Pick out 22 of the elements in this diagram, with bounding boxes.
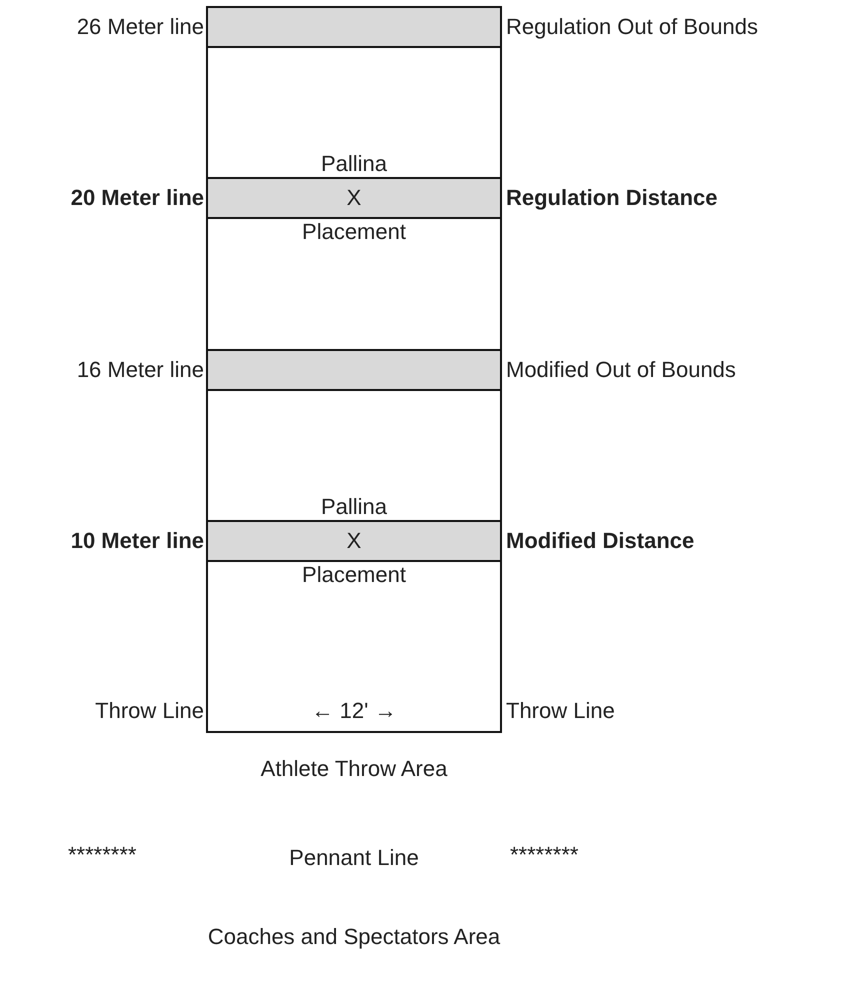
area-label: Coaches and Spectators Area bbox=[208, 925, 500, 950]
pallina-label: Pallina bbox=[320, 494, 388, 519]
line-label: 20 Meter line bbox=[70, 186, 204, 210]
area-label: Athlete Throw Area bbox=[260, 757, 448, 782]
pennant-marks: ******** bbox=[510, 843, 578, 868]
placement-label: Placement bbox=[302, 220, 406, 244]
throw-line-label: Throw Line bbox=[506, 698, 615, 723]
placement-mark: X bbox=[346, 186, 362, 210]
zone-label: Regulation Distance bbox=[506, 186, 718, 210]
line-label: 10 Meter line bbox=[70, 528, 204, 554]
pennant-marks: ******** bbox=[68, 843, 136, 868]
zone-label: Modified Distance bbox=[506, 528, 694, 554]
placement-label: Placement bbox=[302, 563, 406, 588]
placement-mark: X bbox=[346, 528, 362, 554]
zone-label: Modified Out of Bounds bbox=[506, 358, 736, 382]
pennant-line-label: Pennant Line bbox=[289, 846, 419, 870]
pallina-label: Pallina bbox=[320, 152, 388, 176]
line-label: 26 Meter line bbox=[76, 14, 204, 40]
width-dimension: ← 12' → bbox=[312, 698, 396, 723]
line-label: 16 Meter line bbox=[76, 358, 204, 382]
throw-line-label: Throw Line bbox=[95, 698, 204, 723]
zone-label: Regulation Out of Bounds bbox=[506, 14, 758, 40]
